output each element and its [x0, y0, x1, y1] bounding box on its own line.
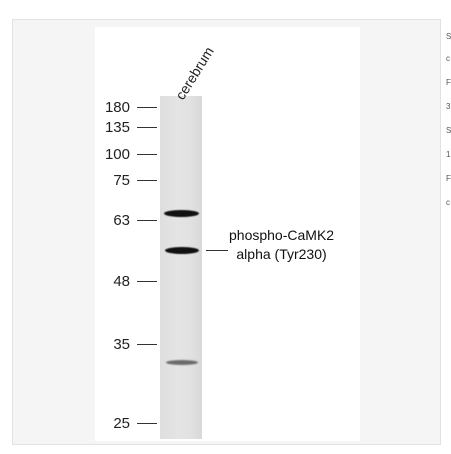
- mw-label-75: 75: [113, 172, 130, 189]
- mw-tick-25: [137, 423, 157, 424]
- mw-label-63: 63: [113, 212, 130, 229]
- mw-tick-180: [137, 107, 157, 108]
- mw-tick-75: [137, 180, 157, 181]
- band-lower: [166, 360, 198, 365]
- mw-label-100: 100: [104, 146, 130, 163]
- band-target: [165, 247, 199, 254]
- mw-tick-35: [137, 344, 157, 345]
- mw-tick-63: [137, 220, 157, 221]
- side-text-fragment: F: [446, 78, 451, 87]
- mw-label-135: 135: [104, 119, 130, 136]
- mw-label-48: 48: [113, 273, 130, 290]
- side-text-fragment: F: [446, 174, 451, 183]
- side-text-fragment: 1: [446, 150, 451, 159]
- mw-label-180: 180: [104, 99, 130, 116]
- target-label-line1: phospho-CaMK2: [229, 227, 335, 243]
- side-text-fragment: S: [446, 32, 451, 41]
- target-label: phospho-CaMK2 alpha (Tyr230): [229, 226, 334, 264]
- target-pointer-line: [206, 250, 228, 251]
- blot-lane-cerebrum: [160, 96, 202, 439]
- mw-tick-100: [137, 154, 157, 155]
- mw-label-35: 35: [113, 336, 130, 353]
- band-upper: [164, 210, 199, 217]
- mw-tick-135: [137, 127, 157, 128]
- side-text-fragment: c: [446, 54, 450, 63]
- side-text-fragment: S: [446, 126, 451, 135]
- side-text-fragment: c: [446, 198, 450, 207]
- side-text-fragment: 3: [446, 102, 451, 111]
- mw-label-25: 25: [113, 415, 130, 432]
- mw-tick-48: [137, 281, 157, 282]
- blot-panel: [95, 27, 360, 441]
- target-label-line2: alpha (Tyr230): [236, 246, 327, 262]
